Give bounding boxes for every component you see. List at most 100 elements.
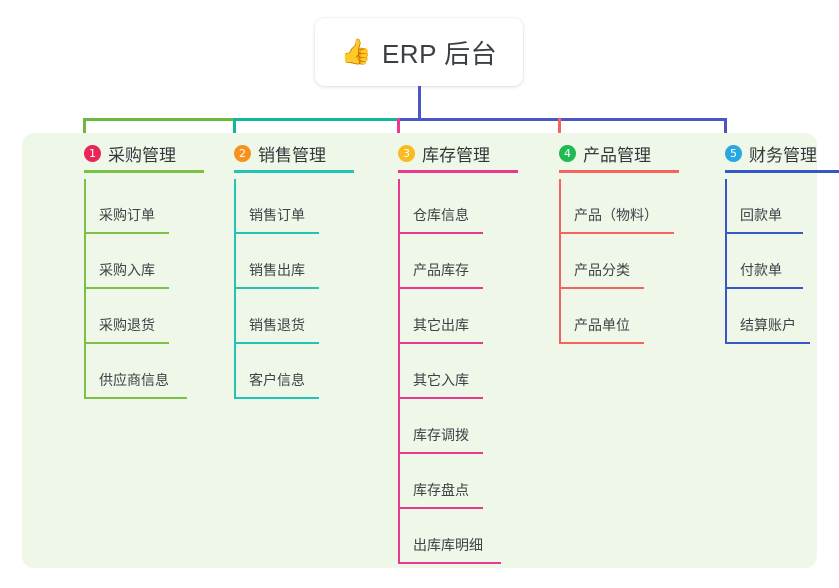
list-item-label: 销售出库: [249, 262, 305, 278]
column-spine-3: [398, 179, 400, 564]
root-stem: [418, 86, 421, 121]
column-header-rule-5: [725, 170, 839, 173]
list-item-rule: [559, 342, 644, 344]
list-item-rule: [84, 397, 187, 399]
column-title-1: 采购管理: [108, 145, 176, 165]
list-item-rule: [84, 287, 169, 289]
list-item-label: 库存调拨: [413, 427, 469, 443]
list-item-rule: [234, 232, 319, 234]
thumbs-up-icon: 👍: [340, 37, 372, 66]
column-spine-1: [84, 179, 86, 399]
list-item-label: 其它入库: [413, 372, 469, 388]
column-spine-5: [725, 179, 727, 344]
list-item-rule: [84, 342, 169, 344]
column-title-3: 库存管理: [422, 145, 490, 165]
list-item-rule: [234, 397, 319, 399]
list-item[interactable]: 客户信息: [216, 344, 326, 399]
list-item[interactable]: 采购退货: [66, 289, 176, 344]
list-item[interactable]: 销售订单: [216, 179, 326, 234]
list-item[interactable]: 产品（物料）: [541, 179, 674, 234]
list-item[interactable]: 产品库存: [380, 234, 490, 289]
list-item[interactable]: 其它入库: [380, 344, 490, 399]
list-item[interactable]: 销售出库: [216, 234, 326, 289]
list-item-label: 结算账户: [740, 317, 796, 333]
list-item[interactable]: 付款单: [707, 234, 817, 289]
list-item[interactable]: 产品单位: [541, 289, 651, 344]
list-item-label: 采购退货: [99, 317, 155, 333]
column-header-4[interactable]: 4 产品管理: [541, 133, 679, 173]
connector-bar-green: [83, 118, 234, 121]
connector-bar-teal: [234, 118, 398, 121]
list-item-label: 产品库存: [413, 262, 469, 278]
column-header-rule-4: [559, 170, 679, 173]
list-item[interactable]: 销售退货: [216, 289, 326, 344]
column-items-3: 仓库信息产品库存其它出库其它入库库存调拨库存盘点出库库明细: [380, 179, 501, 564]
list-item[interactable]: 其它出库: [380, 289, 490, 344]
list-item-label: 销售订单: [249, 207, 305, 223]
column-badge-4: 4: [559, 144, 576, 162]
list-item-label: 采购订单: [99, 207, 155, 223]
column-header-3[interactable]: 3 库存管理: [380, 133, 518, 173]
column-header-rule-3: [398, 170, 518, 173]
list-item-rule: [84, 232, 169, 234]
list-item-rule: [234, 287, 319, 289]
list-item-rule: [234, 342, 319, 344]
column-items-2: 销售订单销售出库销售退货客户信息: [216, 179, 326, 399]
list-item-rule: [559, 287, 644, 289]
list-item[interactable]: 库存调拨: [380, 399, 490, 454]
column-header-1[interactable]: 1 采购管理: [66, 133, 204, 173]
list-item-label: 产品单位: [574, 317, 630, 333]
column-4: 4 产品管理产品（物料） 产品分类产品单位: [541, 133, 679, 344]
root-title: ERP 后台: [381, 38, 498, 69]
column-badge-3: 3: [398, 144, 415, 162]
column-spine-4: [559, 179, 561, 344]
list-item[interactable]: 供应商信息: [66, 344, 187, 399]
root-node[interactable]: 👍 ERP 后台: [315, 18, 523, 86]
list-item-label: 采购入库: [99, 262, 155, 278]
column-header-rule-2: [234, 170, 354, 173]
list-item-label: 客户信息: [249, 372, 305, 388]
list-item-rule: [398, 287, 483, 289]
list-item-rule: [725, 232, 803, 234]
connector-bar-blue: [398, 118, 727, 121]
list-item[interactable]: 采购入库: [66, 234, 176, 289]
list-item-rule: [725, 287, 803, 289]
list-item[interactable]: 库存盘点: [380, 454, 490, 509]
list-item-rule: [398, 452, 483, 454]
list-item-label: 仓库信息: [413, 207, 469, 223]
list-item-rule: [398, 342, 483, 344]
list-item-rule: [398, 232, 483, 234]
column-header-rule-1: [84, 170, 204, 173]
list-item-label: 出库库明细: [413, 537, 483, 553]
list-item[interactable]: 仓库信息: [380, 179, 490, 234]
column-3: 3 库存管理仓库信息产品库存其它出库其它入库库存调拨库存盘点出库库明细: [380, 133, 518, 564]
list-item[interactable]: 出库库明细: [380, 509, 501, 564]
list-item-label: 销售退货: [249, 317, 305, 333]
list-item-label: 其它出库: [413, 317, 469, 333]
column-items-5: 回款单付款单结算账户: [707, 179, 817, 344]
list-item-label: 回款单: [740, 207, 782, 223]
column-badge-1: 1: [84, 144, 101, 162]
list-item-label: 产品分类: [574, 262, 630, 278]
column-title-5: 财务管理: [749, 145, 817, 165]
column-items-4: 产品（物料） 产品分类产品单位: [541, 179, 674, 344]
list-item[interactable]: 采购订单: [66, 179, 176, 234]
list-item-label: 产品（物料）: [574, 207, 658, 223]
column-spine-2: [234, 179, 236, 399]
list-item-rule: [725, 342, 810, 344]
column-badge-2: 2: [234, 144, 251, 162]
list-item-rule: [398, 562, 501, 564]
list-item-rule: [398, 507, 483, 509]
list-item-label: 库存盘点: [413, 482, 469, 498]
column-items-1: 采购订单采购入库采购退货供应商信息: [66, 179, 187, 399]
column-1: 1 采购管理采购订单采购入库采购退货供应商信息: [66, 133, 204, 399]
list-item[interactable]: 回款单: [707, 179, 817, 234]
list-item-label: 供应商信息: [99, 372, 169, 388]
list-item[interactable]: 产品分类: [541, 234, 651, 289]
column-title-4: 产品管理: [583, 145, 651, 165]
list-item[interactable]: 结算账户: [707, 289, 817, 344]
